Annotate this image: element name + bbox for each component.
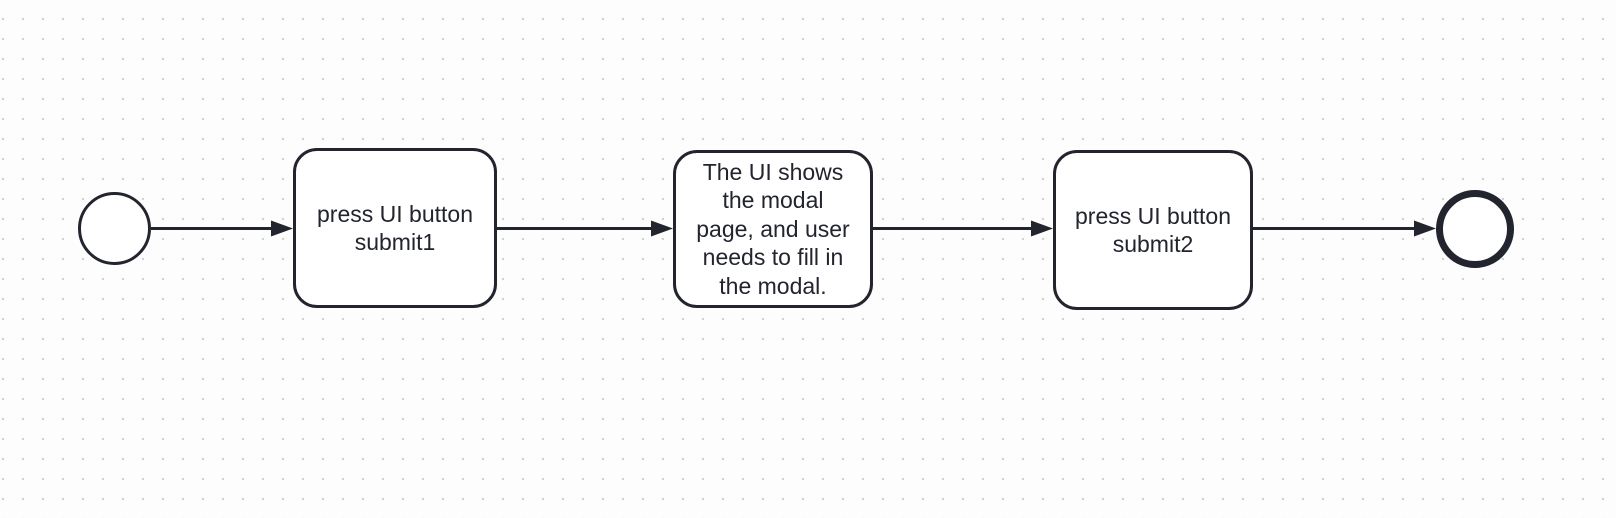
sequence-flow-arrow[interactable] xyxy=(495,220,673,237)
arrowhead-icon xyxy=(271,220,293,237)
task-label: press UI button submit2 xyxy=(1075,202,1231,258)
task-modal-fill-in[interactable]: The UI shows the modal page, and user ne… xyxy=(673,150,873,308)
task-press-submit2[interactable]: press UI button submit2 xyxy=(1053,150,1253,310)
task-label: The UI shows the modal page, and user ne… xyxy=(696,158,850,299)
sequence-flow-arrow[interactable] xyxy=(1253,220,1436,237)
arrowhead-icon xyxy=(651,220,673,237)
sequence-flow-arrow[interactable] xyxy=(873,220,1053,237)
end-event-circle[interactable] xyxy=(1436,190,1514,268)
sequence-flow-arrow[interactable] xyxy=(151,220,293,237)
start-event-circle[interactable] xyxy=(78,192,151,265)
arrowhead-icon xyxy=(1031,220,1053,237)
task-label: press UI button submit1 xyxy=(317,200,473,256)
task-press-submit1[interactable]: press UI button submit1 xyxy=(293,148,497,308)
arrowhead-icon xyxy=(1414,220,1436,237)
